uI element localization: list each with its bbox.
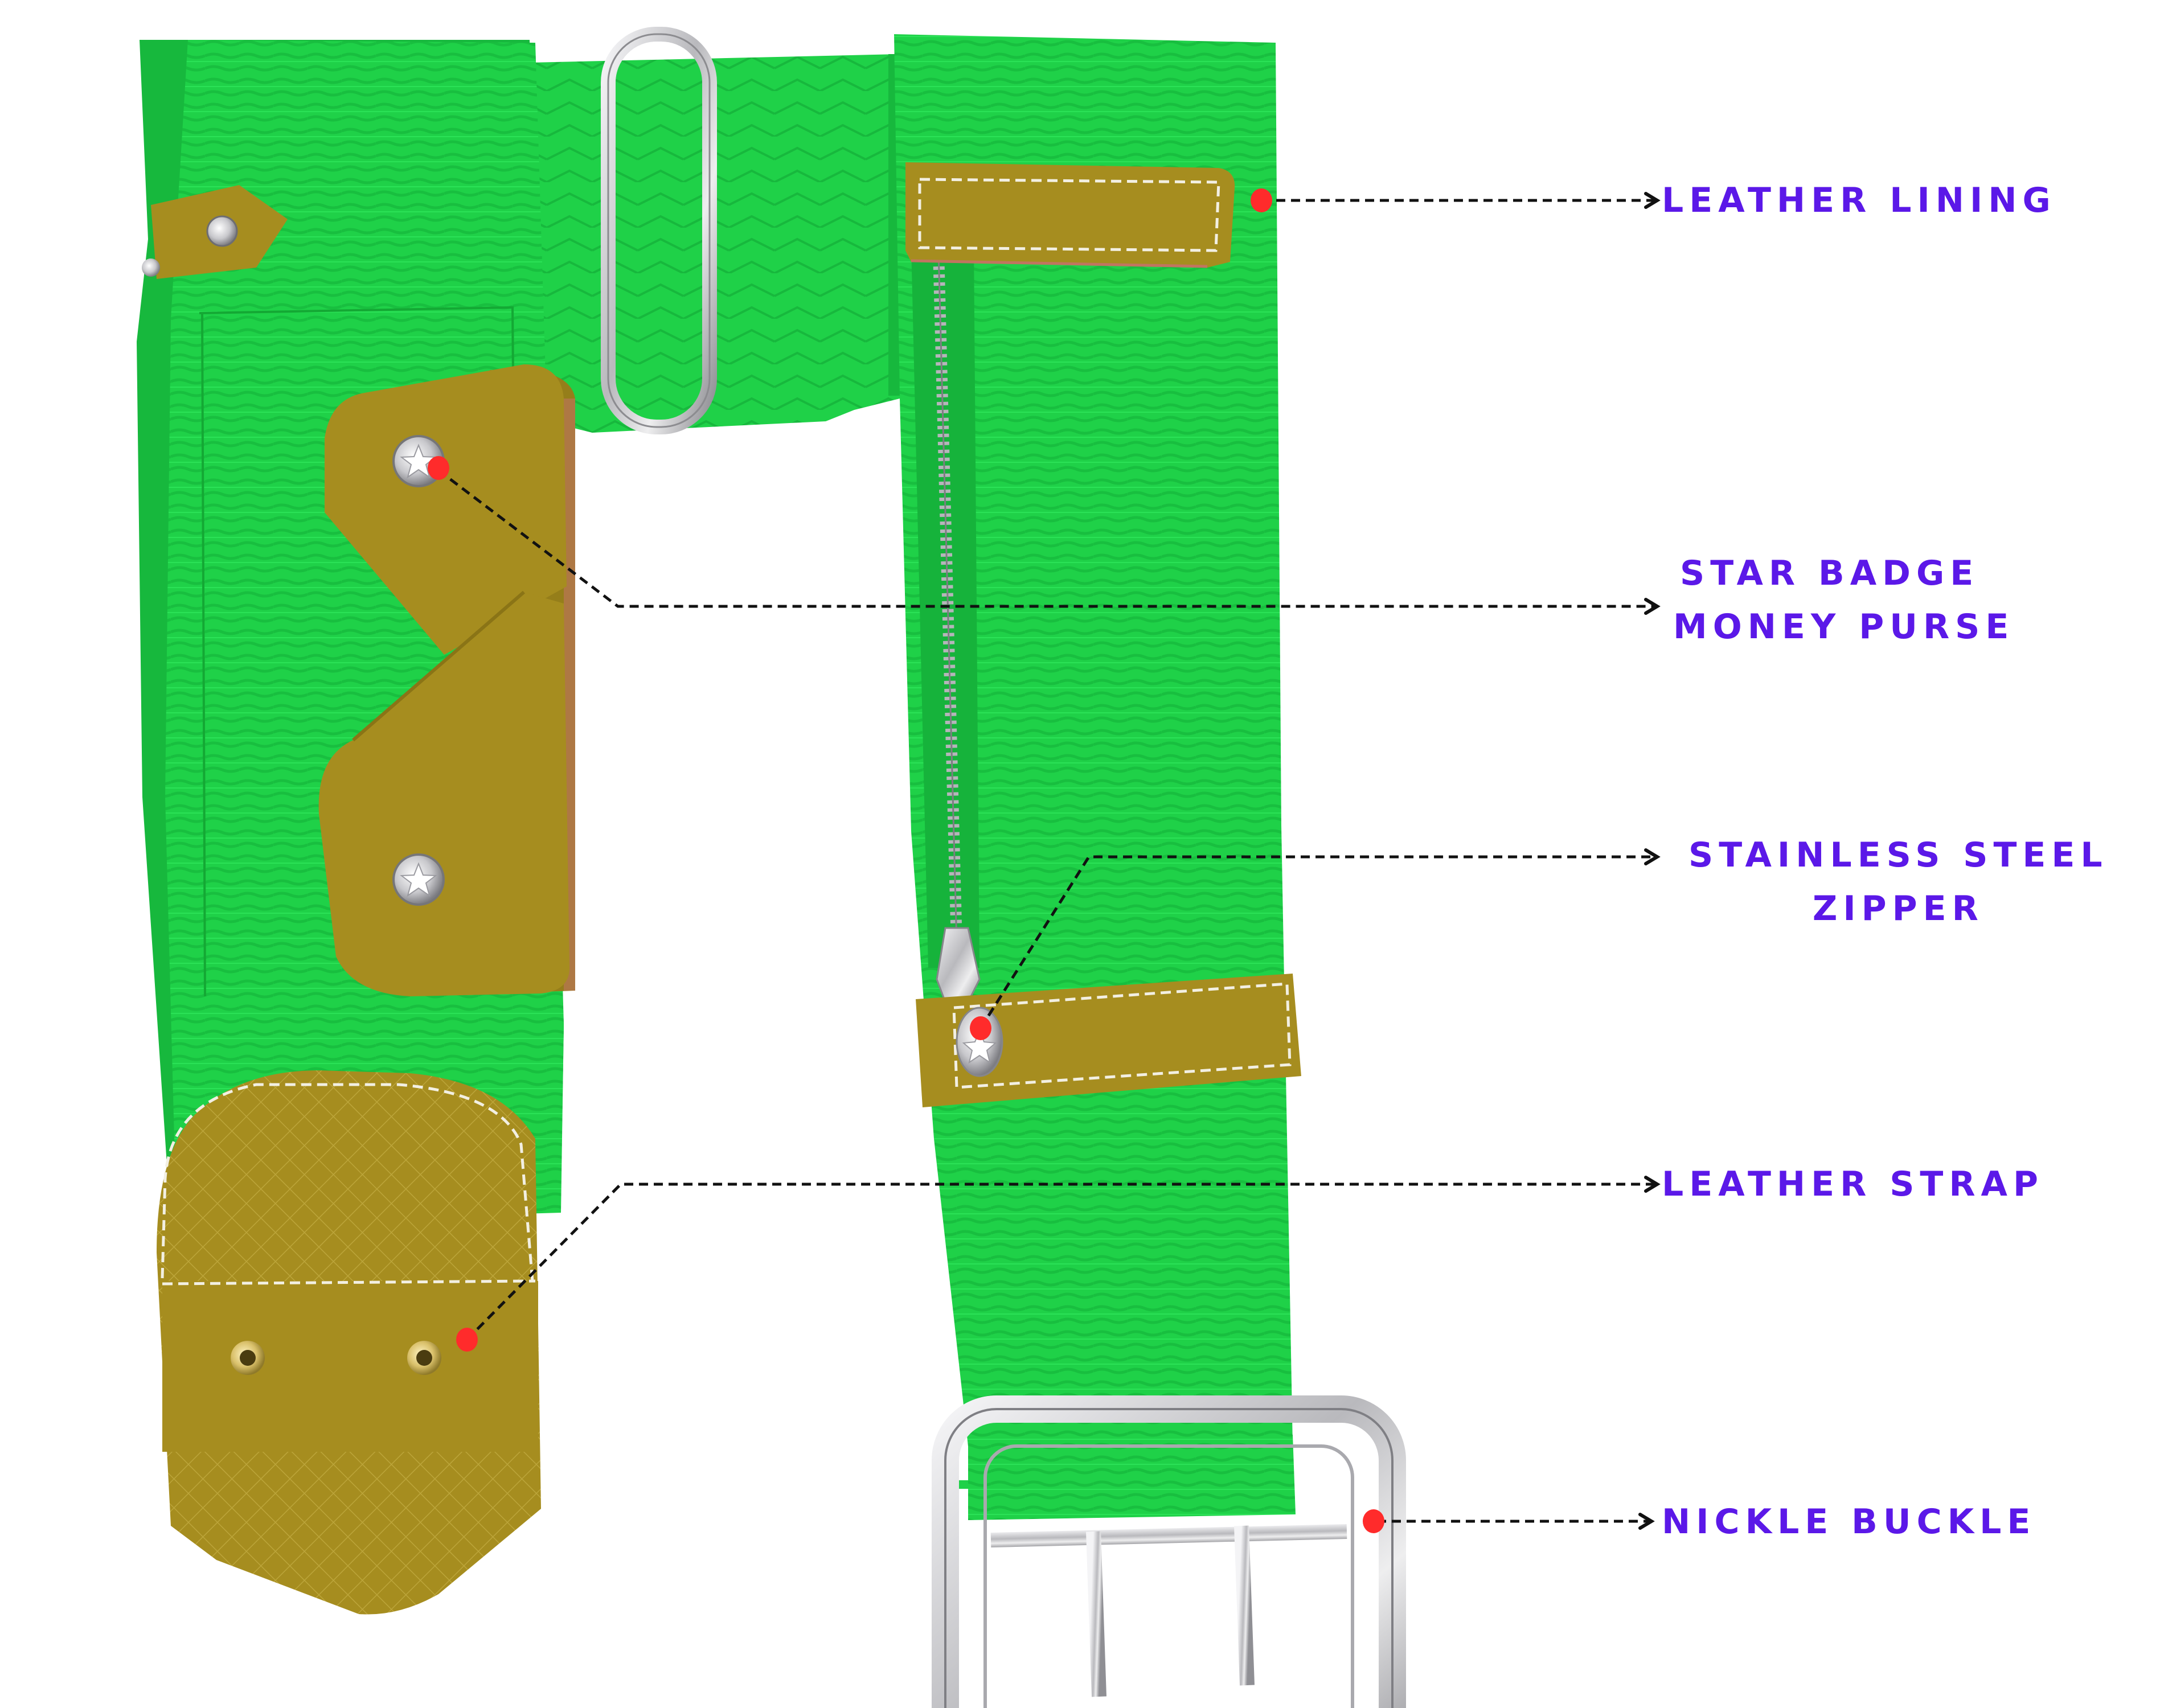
leader-star-badge xyxy=(437,469,1654,608)
marker-dot-icon xyxy=(1363,1509,1384,1533)
callout-text: STAR BADGE xyxy=(1680,553,1979,593)
callout-text: STAINLESS STEEL xyxy=(1688,835,2108,875)
callout-text: LEATHER LINING xyxy=(1662,180,2056,220)
arrow-icon xyxy=(1644,598,1661,615)
leather-lining-patch xyxy=(905,162,1235,268)
side-leather-tab xyxy=(142,185,288,279)
arrow-icon xyxy=(1644,848,1661,865)
callout-nickle-buckle: NICKLE BUCKLE xyxy=(1662,1495,2036,1549)
marker-dot-icon xyxy=(970,1016,991,1040)
star-badge-money-purse xyxy=(318,364,575,996)
leader-leather-strap xyxy=(466,1183,1654,1341)
callout-text: NICKLE BUCKLE xyxy=(1662,1502,2036,1542)
callout-markers xyxy=(428,188,1384,1533)
leather-strap-tip xyxy=(157,1070,541,1615)
callout-leather-lining: LEATHER LINING xyxy=(1662,174,2056,227)
nickle-buckle xyxy=(932,1395,1406,1708)
callout-leather-strap: LEATHER STRAP xyxy=(1662,1157,2044,1211)
marker-dot-icon xyxy=(428,456,449,480)
callout-text: ZIPPER xyxy=(1812,889,1984,929)
leader-zipper xyxy=(979,855,1654,1029)
marker-dot-icon xyxy=(456,1328,478,1352)
arrow-icon xyxy=(1644,192,1661,209)
arrow-icon xyxy=(1638,1513,1655,1530)
arrow-icon xyxy=(1644,1176,1661,1193)
callout-leader-lines xyxy=(437,199,1654,1523)
callout-text: LEATHER STRAP xyxy=(1662,1164,2044,1204)
callout-text: MONEY PURSE xyxy=(1673,607,2015,647)
callout-star-badge-money-purse: STAR BADGE MONEY PURSE xyxy=(1673,547,2014,654)
marker-dot-icon xyxy=(1251,188,1272,212)
metal-slider-loop xyxy=(601,27,717,434)
callout-arrowheads xyxy=(1638,192,1661,1530)
callout-stainless-steel-zipper: STAINLESS STEEL ZIPPER xyxy=(1688,828,2108,935)
